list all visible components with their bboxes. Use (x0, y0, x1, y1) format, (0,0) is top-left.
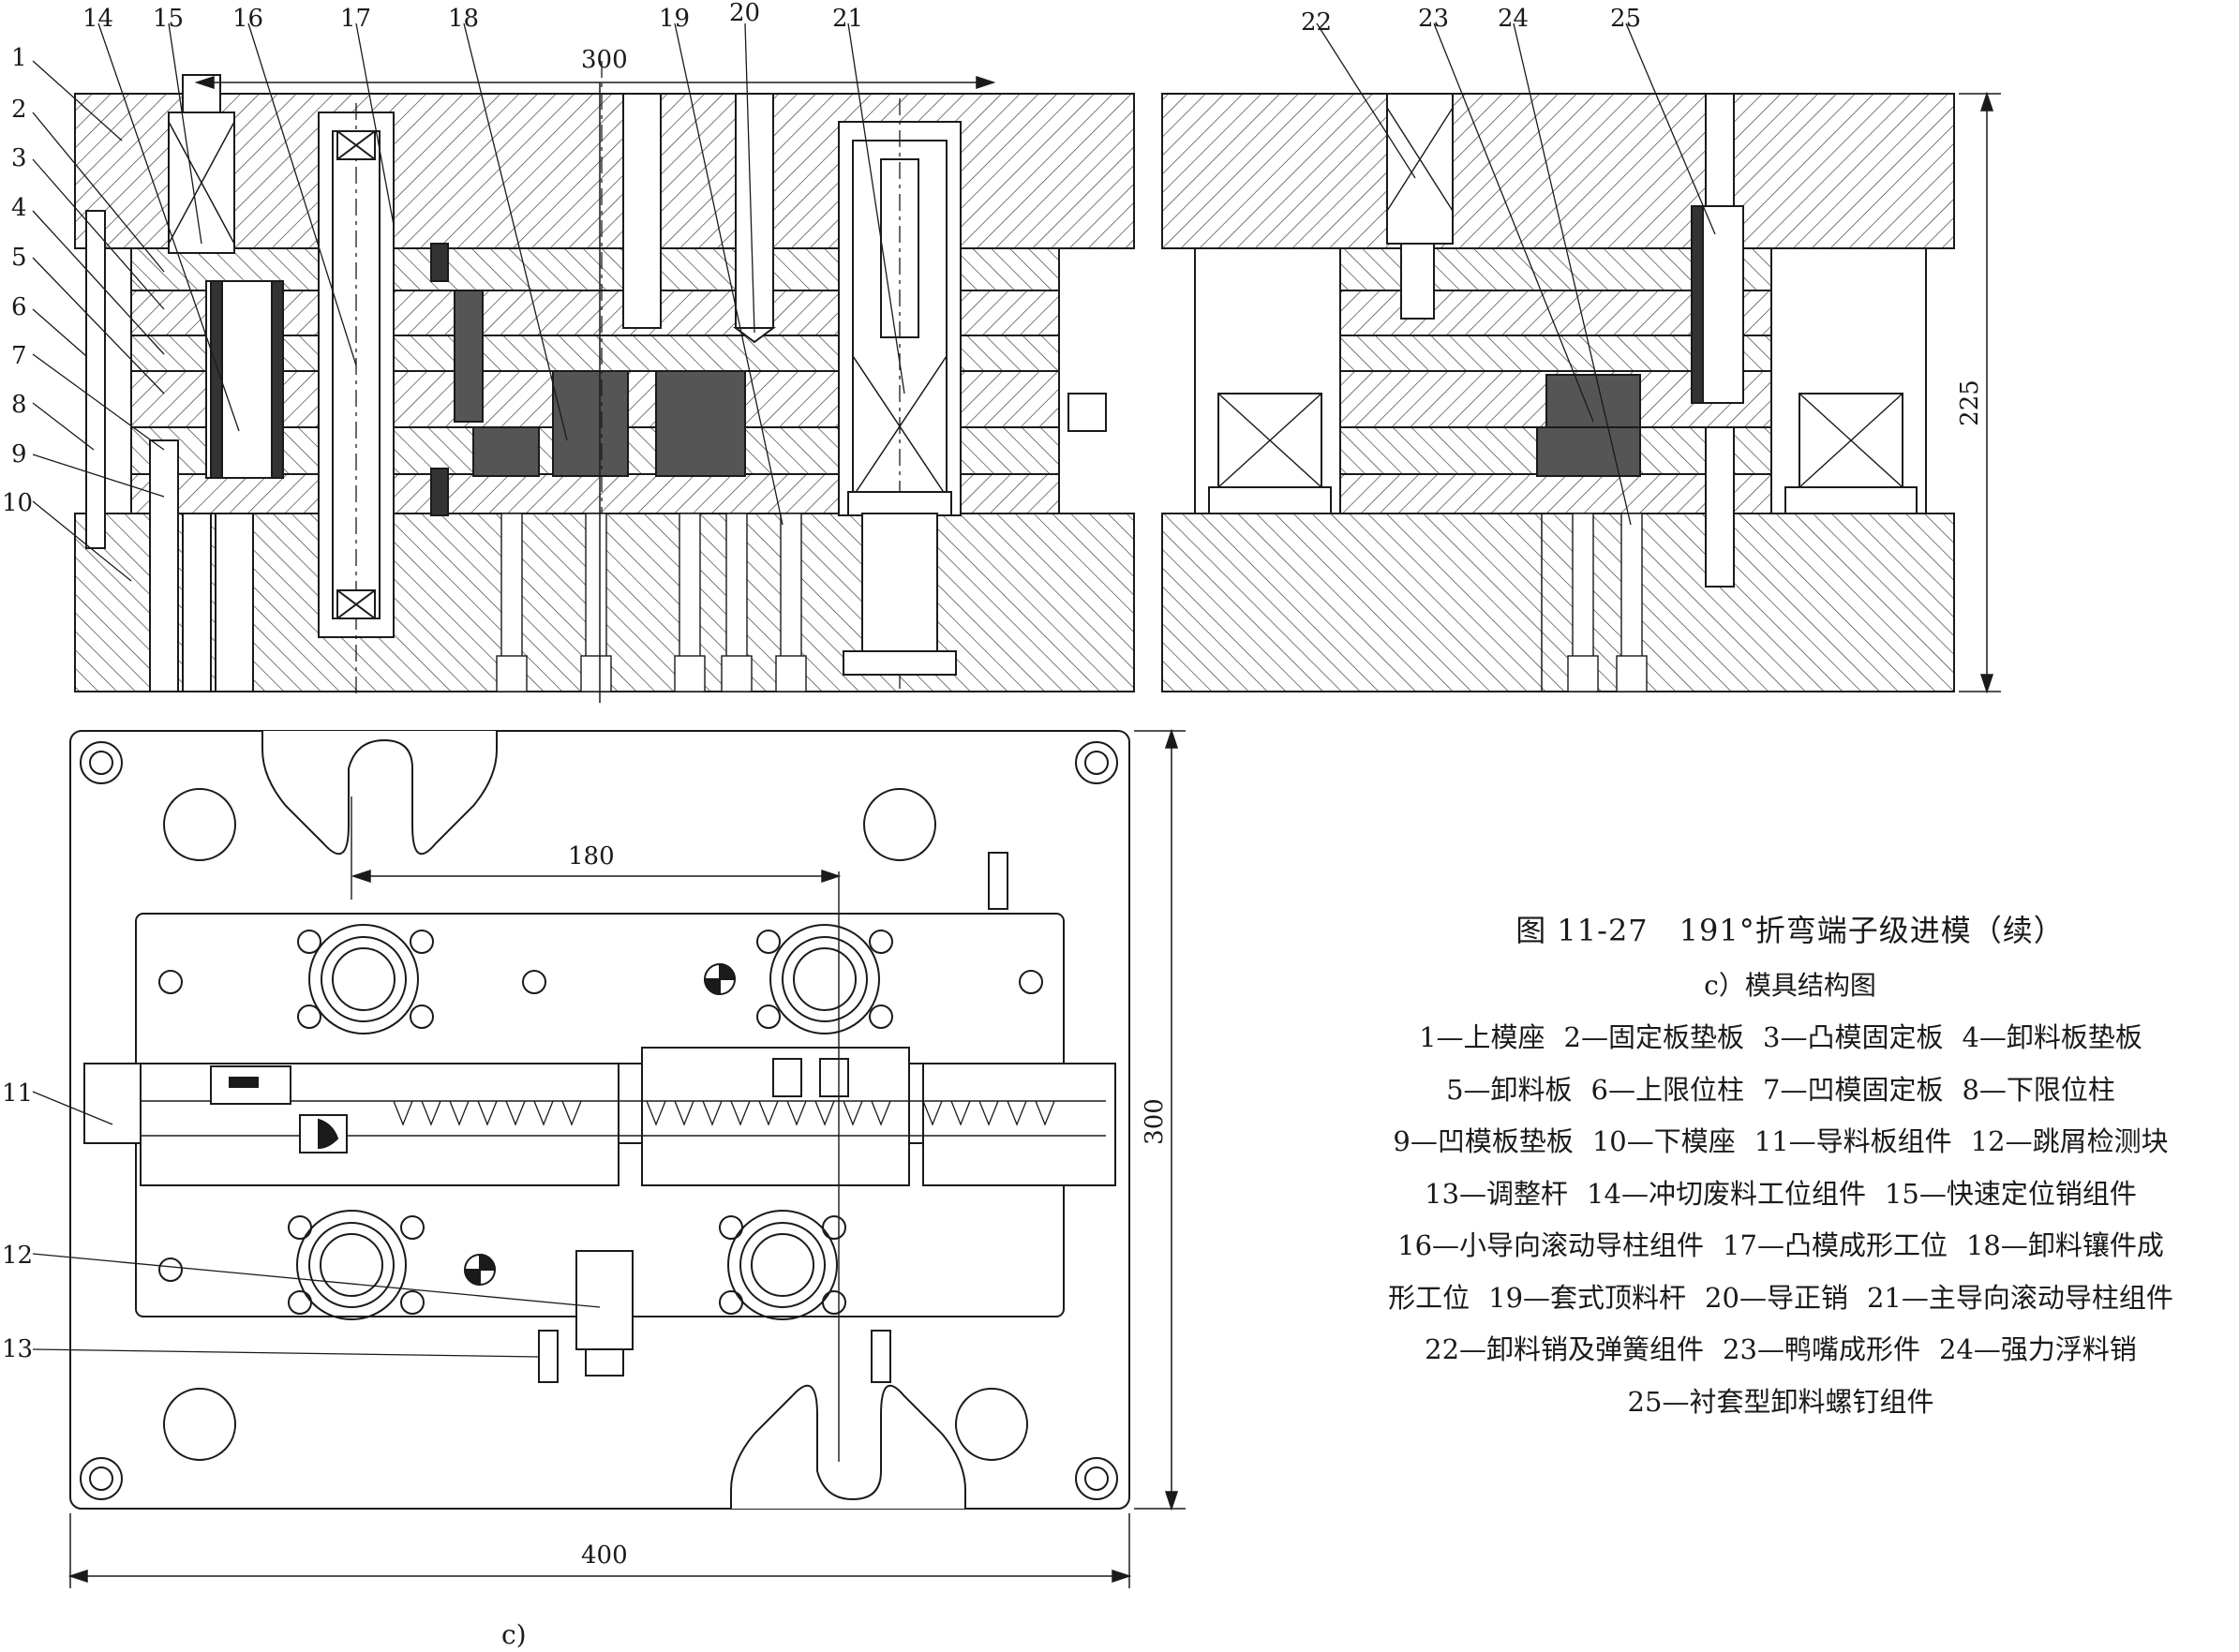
legend-item: 13—调整杆 (1425, 1177, 1569, 1210)
legend-item: 22—卸料销及弹簧组件 (1425, 1333, 1705, 1365)
legend-item: 21—主导向滚动导柱组件 (1866, 1281, 2173, 1314)
dim-300-side (1134, 728, 1186, 1511)
legend-item: 16—小导向滚动导柱组件 (1397, 1229, 1705, 1261)
parts-legend: 1—上模座 2—固定板垫板 3—凸模固定板 4—卸料板垫板 5—卸料板 6—上限位柱 7—凹… (1331, 1012, 2231, 1428)
part-label-13: 13 (2, 1335, 33, 1363)
dim-180-text: 180 (568, 842, 615, 871)
part-label-17: 17 (340, 5, 371, 33)
part-label-21: 21 (832, 5, 863, 33)
legend-item: 12—跳屑检测块 (1970, 1125, 2169, 1157)
dim-180 (351, 869, 842, 884)
figure-subtitle: c）模具结构图 (1704, 970, 1876, 1001)
legend-line: 形工位 19—套式顶料杆 20—导正销 21—主导向滚动导柱组件 (1331, 1272, 2231, 1325)
dim-300-top-text: 300 (581, 46, 628, 74)
part-label-9: 9 (11, 440, 27, 469)
part-label-4: 4 (11, 194, 27, 222)
upper-die-base-right (1161, 93, 1955, 249)
dim-300-side-text: 300 (1141, 1098, 1169, 1145)
legend-item: 9—凹模板垫板 (1393, 1125, 1574, 1157)
part-label-16: 16 (232, 5, 263, 33)
part-label-23: 23 (1418, 5, 1449, 33)
part-label-1: 1 (11, 44, 27, 72)
legend-item: 24—强力浮料销 (1938, 1333, 2137, 1365)
legend-line: 16—小导向滚动导柱组件 17—凸模成形工位 18—卸料镶件成 (1331, 1220, 2231, 1272)
part-label-24: 24 (1498, 5, 1529, 33)
legend-line: 1—上模座 2—固定板垫板 3—凸模固定板 4—卸料板垫板 (1331, 1012, 2231, 1064)
legend-line: 22—卸料销及弹簧组件 23—鸭嘴成形件 24—强力浮料销 (1331, 1324, 2231, 1377)
part-label-12: 12 (2, 1242, 33, 1270)
legend-item: 2—固定板垫板 (1563, 1021, 1744, 1053)
legend-item: 1—上模座 (1419, 1021, 1545, 1053)
legend-item: 10—下模座 (1591, 1125, 1736, 1157)
lower-die-base-right (1161, 513, 1955, 692)
guide-bushings (288, 924, 893, 1320)
part-label-11: 11 (2, 1079, 33, 1108)
part-label-6: 6 (11, 293, 27, 321)
legend-item: 11—导料板组件 (1754, 1125, 1952, 1157)
legend-item: 7—凹模固定板 (1763, 1073, 1944, 1106)
part-label-5: 5 (11, 244, 27, 272)
scrap-detection-block (575, 1250, 634, 1350)
figure-label: c) (501, 1619, 527, 1650)
legend-item: 20—导正销 (1705, 1281, 1848, 1314)
dim-400 (67, 1513, 1132, 1588)
part-label-14: 14 (82, 5, 113, 33)
part-label-2: 2 (11, 96, 27, 124)
stripper-insert-2 (472, 426, 540, 477)
part-label-15: 15 (153, 5, 184, 33)
legend-item: 19—套式顶料杆 (1488, 1281, 1687, 1314)
part-number-labels: 1 2 3 4 5 6 7 8 9 10 11 12 13 14 15 16 1… (2, 0, 1641, 1363)
stripper-insert-4 (655, 370, 746, 477)
part-label-25: 25 (1610, 5, 1641, 33)
figure-title: 图 11-27 191°折弯端子级进模（续） (1515, 913, 2065, 948)
part-label-19: 19 (659, 5, 690, 33)
plan-view (69, 730, 1130, 1510)
part-label-8: 8 (11, 391, 27, 419)
dim-225-text: 225 (1956, 380, 1984, 426)
legend-item: 23—鸭嘴成形件 (1723, 1333, 1920, 1365)
stripper-insert-3 (552, 370, 629, 477)
legend-item: 25—衬套型卸料螺钉组件 (1627, 1385, 1934, 1418)
part-label-22: 22 (1301, 8, 1332, 37)
legend-item: 4—卸料板垫板 (1962, 1021, 2142, 1053)
dim-300-top (194, 75, 996, 703)
legend-item: 14—冲切废料工位组件 (1587, 1177, 1866, 1210)
legend-item: 8—下限位柱 (1962, 1073, 2115, 1106)
part-label-10: 10 (2, 489, 33, 517)
dim-225 (1959, 91, 2001, 694)
legend-item: 15—快速定位销组件 (1884, 1177, 2137, 1210)
legend-line: 5—卸料板 6—上限位柱 7—凹模固定板 8—下限位柱 (1331, 1064, 2231, 1117)
legend-item: 形工位 (1388, 1281, 1470, 1314)
lower-die-base-outline (69, 730, 1130, 1510)
legend-item: 18—卸料镶件成 (1965, 1229, 2164, 1261)
legend-line: 13—调整杆 14—冲切废料工位组件 15—快速定位销组件 (1331, 1168, 2231, 1221)
leader-lines (32, 22, 1716, 1358)
legend-item: 6—上限位柱 (1590, 1073, 1744, 1106)
stripper-insert-1 (454, 290, 484, 423)
dim-400-text: 400 (581, 1541, 628, 1570)
legend-item: 5—卸料板 (1446, 1073, 1573, 1106)
part-label-18: 18 (448, 5, 479, 33)
section-view (74, 61, 1955, 693)
part-label-20: 20 (729, 0, 760, 27)
duckbill-forming-part (1545, 374, 1641, 428)
legend-line: 9—凹模板垫板 10—下模座 11—导料板组件 12—跳屑检测块 (1331, 1116, 2231, 1168)
part-label-3: 3 (11, 144, 27, 172)
part-label-7: 7 (11, 342, 27, 370)
legend-item: 17—凸模成形工位 (1723, 1229, 1948, 1261)
legend-item: 3—凸模固定板 (1763, 1021, 1944, 1053)
legend-line: 25—衬套型卸料螺钉组件 (1331, 1377, 2231, 1429)
